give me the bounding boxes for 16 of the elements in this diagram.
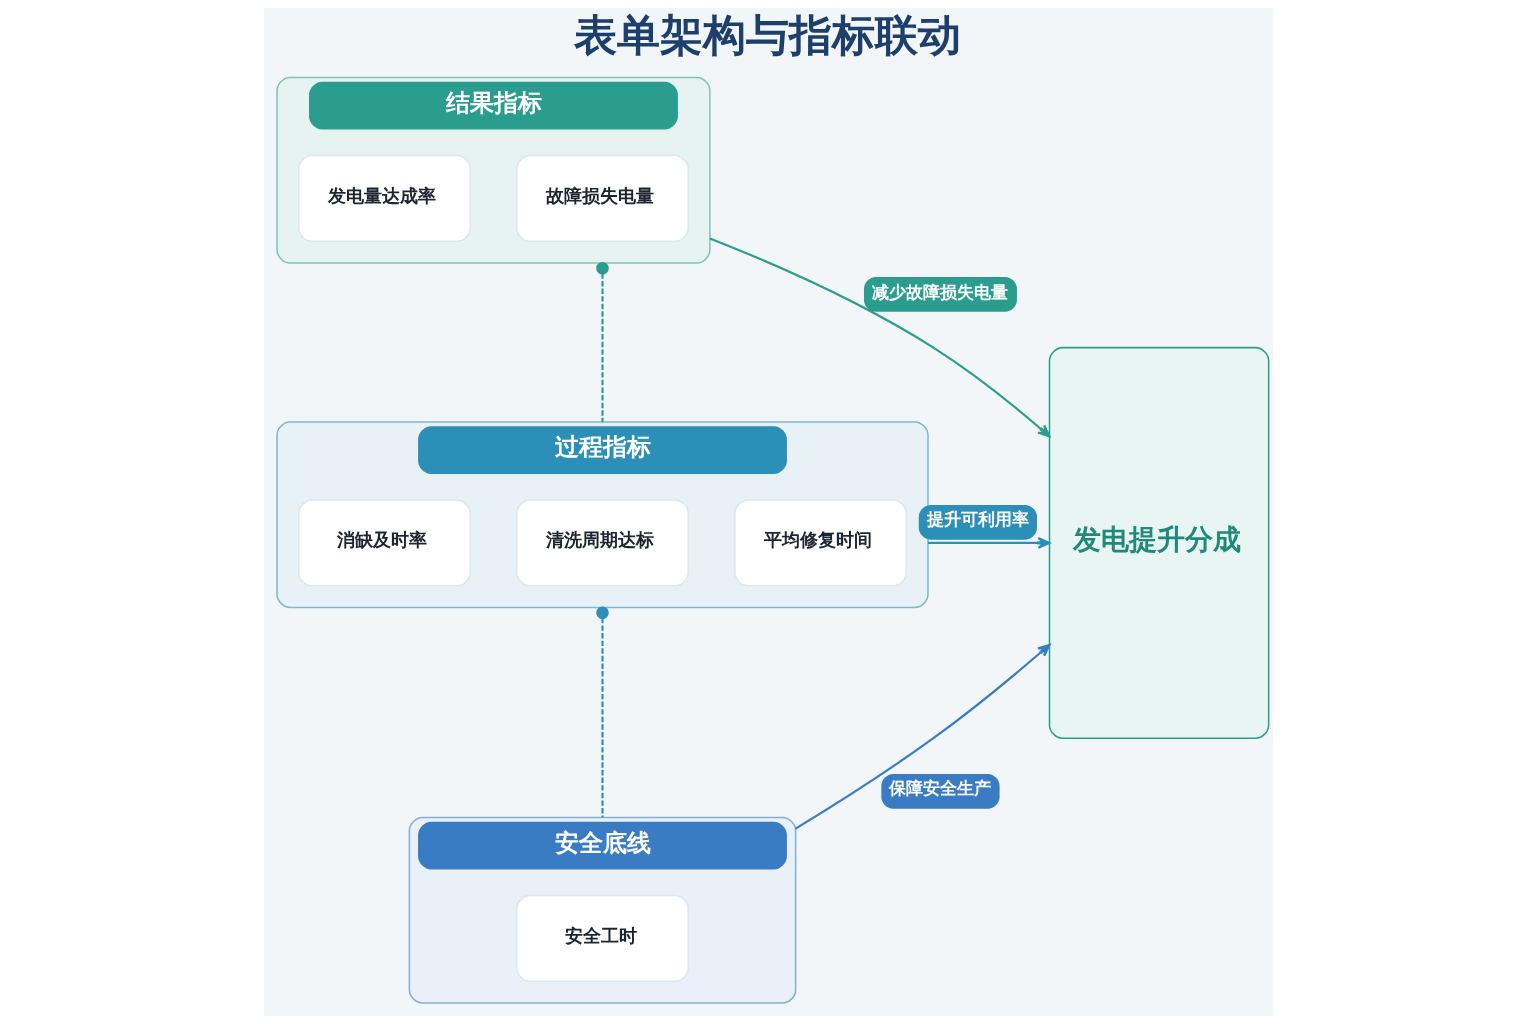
node-box: 清洗周期达标 [515, 499, 689, 587]
arrow [709, 237, 1050, 438]
node-box: 发电提升分成 [1048, 346, 1269, 739]
node-box: 消缺及时率 [297, 499, 471, 587]
node-box: 平均修复时间 [733, 499, 907, 587]
diagram-title: 表单架构与指标联动 [573, 10, 961, 61]
node-box: 安全工时 [515, 894, 689, 982]
node-box: 发电量达成率 [297, 154, 471, 243]
arrow [794, 643, 1050, 830]
arrow [927, 536, 1050, 549]
edge-label: 保障安全生产 [888, 778, 991, 799]
connector [595, 606, 609, 818]
connector [595, 261, 609, 422]
edge-label: 减少故障损失电量 [871, 281, 1008, 302]
edge-label: 提升可利用率 [926, 509, 1029, 530]
node-box: 故障损失电量 [515, 154, 689, 243]
